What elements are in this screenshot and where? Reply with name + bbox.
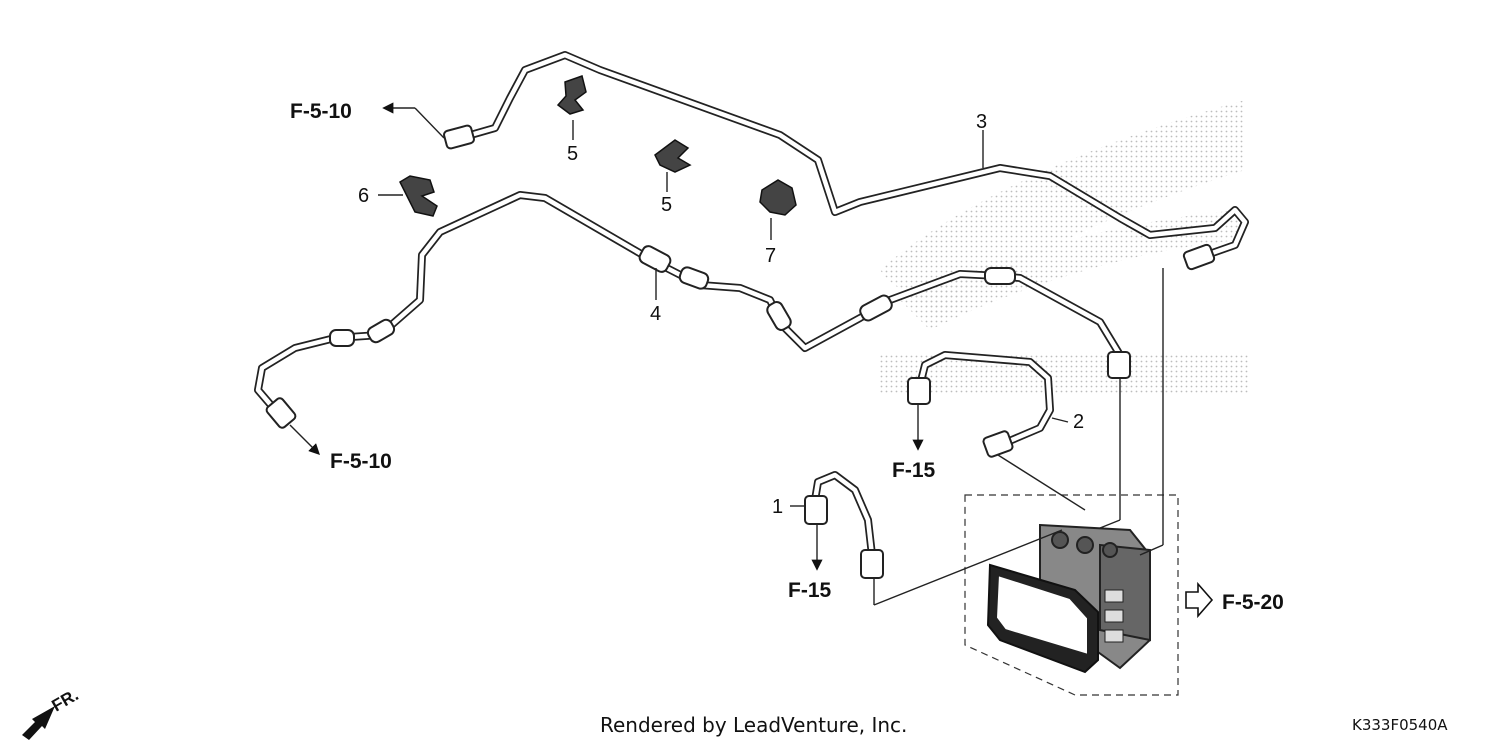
- flare-nut: [1107, 351, 1131, 379]
- brake-pipe-part-4: [254, 191, 1131, 429]
- pipe-joint: [766, 301, 792, 331]
- callout-part-3[interactable]: 3: [976, 111, 987, 133]
- pipe-joint: [638, 245, 672, 273]
- leader-lines: [289, 102, 1164, 606]
- pipe-joint: [859, 294, 893, 322]
- flare-nut: [1182, 243, 1216, 271]
- pipe-joint: [366, 318, 396, 344]
- pipe-joint: [984, 267, 1016, 285]
- front-indicator-label: FR.: [49, 685, 82, 715]
- ref-label-f-15-mid[interactable]: F-15: [892, 459, 936, 482]
- callout-part-1[interactable]: 1: [772, 496, 783, 518]
- flare-nut: [982, 430, 1014, 458]
- brake-pipe-part-3: [443, 51, 1249, 271]
- brake-pipe-part-2: [907, 351, 1054, 458]
- hollow-arrow-icon: [1185, 581, 1214, 619]
- watermark-wing-logo: [880, 100, 1250, 395]
- flare-nut: [265, 397, 297, 429]
- pipe-clip-part-6: [399, 175, 438, 217]
- front-arrow-icon: [22, 706, 55, 740]
- flare-nut: [443, 124, 475, 150]
- diagram-code: K333F0540A: [1352, 716, 1448, 734]
- ref-label-f-5-20[interactable]: F-5-20: [1222, 591, 1284, 614]
- callout-part-5[interactable]: 5: [661, 194, 672, 216]
- pipe-joint: [678, 266, 710, 290]
- abs-modulator-unit: [964, 494, 1179, 696]
- callout-part-4[interactable]: 4: [650, 303, 661, 325]
- flare-nut: [907, 377, 931, 405]
- ref-label-f-5-10-top[interactable]: F-5-10: [290, 100, 352, 123]
- ref-label-f-15-low[interactable]: F-15: [788, 579, 832, 602]
- flare-nut: [804, 495, 828, 525]
- pipe-clip-part-5: [556, 75, 587, 115]
- ref-label-f-5-10-left[interactable]: F-5-10: [330, 450, 392, 473]
- callout-part-7[interactable]: 7: [765, 245, 776, 267]
- brake-pipe-part-1: [804, 471, 884, 579]
- callout-part-2[interactable]: 2: [1073, 411, 1084, 433]
- pipe-clip-part-7: [759, 179, 797, 216]
- pipe-clip-part-5: [654, 139, 692, 173]
- callout-part-6[interactable]: 6: [358, 185, 369, 207]
- pipe-joint: [329, 329, 355, 347]
- flare-nut: [860, 549, 884, 579]
- callout-part-5[interactable]: 5: [567, 143, 578, 165]
- footer-text: Rendered by LeadVenture, Inc.: [600, 713, 907, 737]
